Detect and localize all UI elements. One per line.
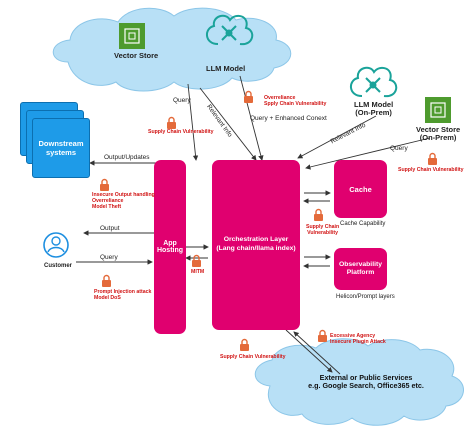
- customer-icon: [43, 232, 69, 258]
- risk-excessive-agency: Excessive Agency Insecure Plugin Attack: [330, 333, 386, 345]
- edge-label-query-enhanced: Query + Enhanced Conext: [250, 115, 327, 122]
- vector-store-onprem-label: Vector Store (On-Prem): [416, 125, 461, 142]
- cache-box[interactable]: Cache: [334, 160, 387, 218]
- bottom-cloud: [254, 338, 464, 426]
- orchestration-layer-box[interactable]: Orchestration Layer (Lang chain/llama in…: [212, 160, 300, 330]
- app-hosting-box[interactable]: App Hosting: [154, 160, 186, 334]
- edge-query-to-vector: [187, 83, 199, 161]
- risk-supply-chain-middle: Supply Chain Vulnerability: [306, 224, 340, 236]
- vector-store-onprem-icon: [425, 97, 451, 123]
- top-cloud: [52, 7, 292, 92]
- llm-model-label: LLM Model: [206, 64, 246, 73]
- downstream-systems-box[interactable]: Downstream systems: [32, 118, 90, 178]
- edge-label-query-customer: Query: [100, 254, 118, 261]
- edge-relevant-info: [199, 87, 257, 161]
- cache-label: Cache: [349, 184, 372, 194]
- risk-lock-icons: [100, 90, 437, 351]
- edge-label-helicon: Helicon/Prompt layers: [336, 294, 395, 300]
- risk-supply-chain-bottom: Supply Chain Vulnerability: [220, 354, 286, 360]
- customer-label: Customer: [44, 263, 73, 269]
- llm-model-icon: [206, 14, 254, 46]
- risk-mitm: MITM: [191, 269, 205, 275]
- edge-external-orch: [293, 331, 341, 375]
- edge-label-cache-capability: Cache Capability: [340, 221, 386, 227]
- edge-onprem-llm: [297, 115, 377, 159]
- risk-supply-chain-left: Supply Chain Vulnerability: [148, 129, 214, 135]
- risk-prompt-injection: Prompt Injection attack Model DoS: [94, 289, 152, 301]
- risk-output-handling: Insecure Output handling Overreliance Mo…: [92, 192, 155, 210]
- llm-model-onprem-label: LLM Model (On-Prem): [354, 100, 394, 117]
- edge-onprem-vector: [305, 137, 431, 170]
- downstream-systems-label: Downstream systems: [38, 139, 84, 157]
- edge-label-query-left: Query: [173, 97, 191, 104]
- vector-store-icon: [119, 23, 145, 49]
- orchestration-layer-label: Orchestration Layer (Lang chain/llama in…: [216, 236, 296, 252]
- edge-label-query-right: Query: [390, 145, 408, 152]
- external-services-label: External or Public Services e.g. Google …: [308, 373, 424, 391]
- vector-store-label: Vector Store: [114, 51, 159, 60]
- edge-label-output: Output: [100, 225, 120, 232]
- observability-platform-box[interactable]: Observability Platform: [334, 248, 387, 290]
- risk-overreliance-top: Overreliance Spply Chain Vulnerability: [264, 95, 327, 107]
- observability-platform-label: Observability Platform: [338, 260, 383, 276]
- risk-supply-chain-onprem: Supply Chain Vulnerability: [398, 167, 464, 173]
- edge-query-enhanced: [239, 75, 264, 161]
- llm-model-onprem-icon: [350, 66, 398, 98]
- app-hosting-label: App Hosting: [156, 240, 184, 254]
- edge-label-output-updates: Output/Updates: [104, 154, 150, 161]
